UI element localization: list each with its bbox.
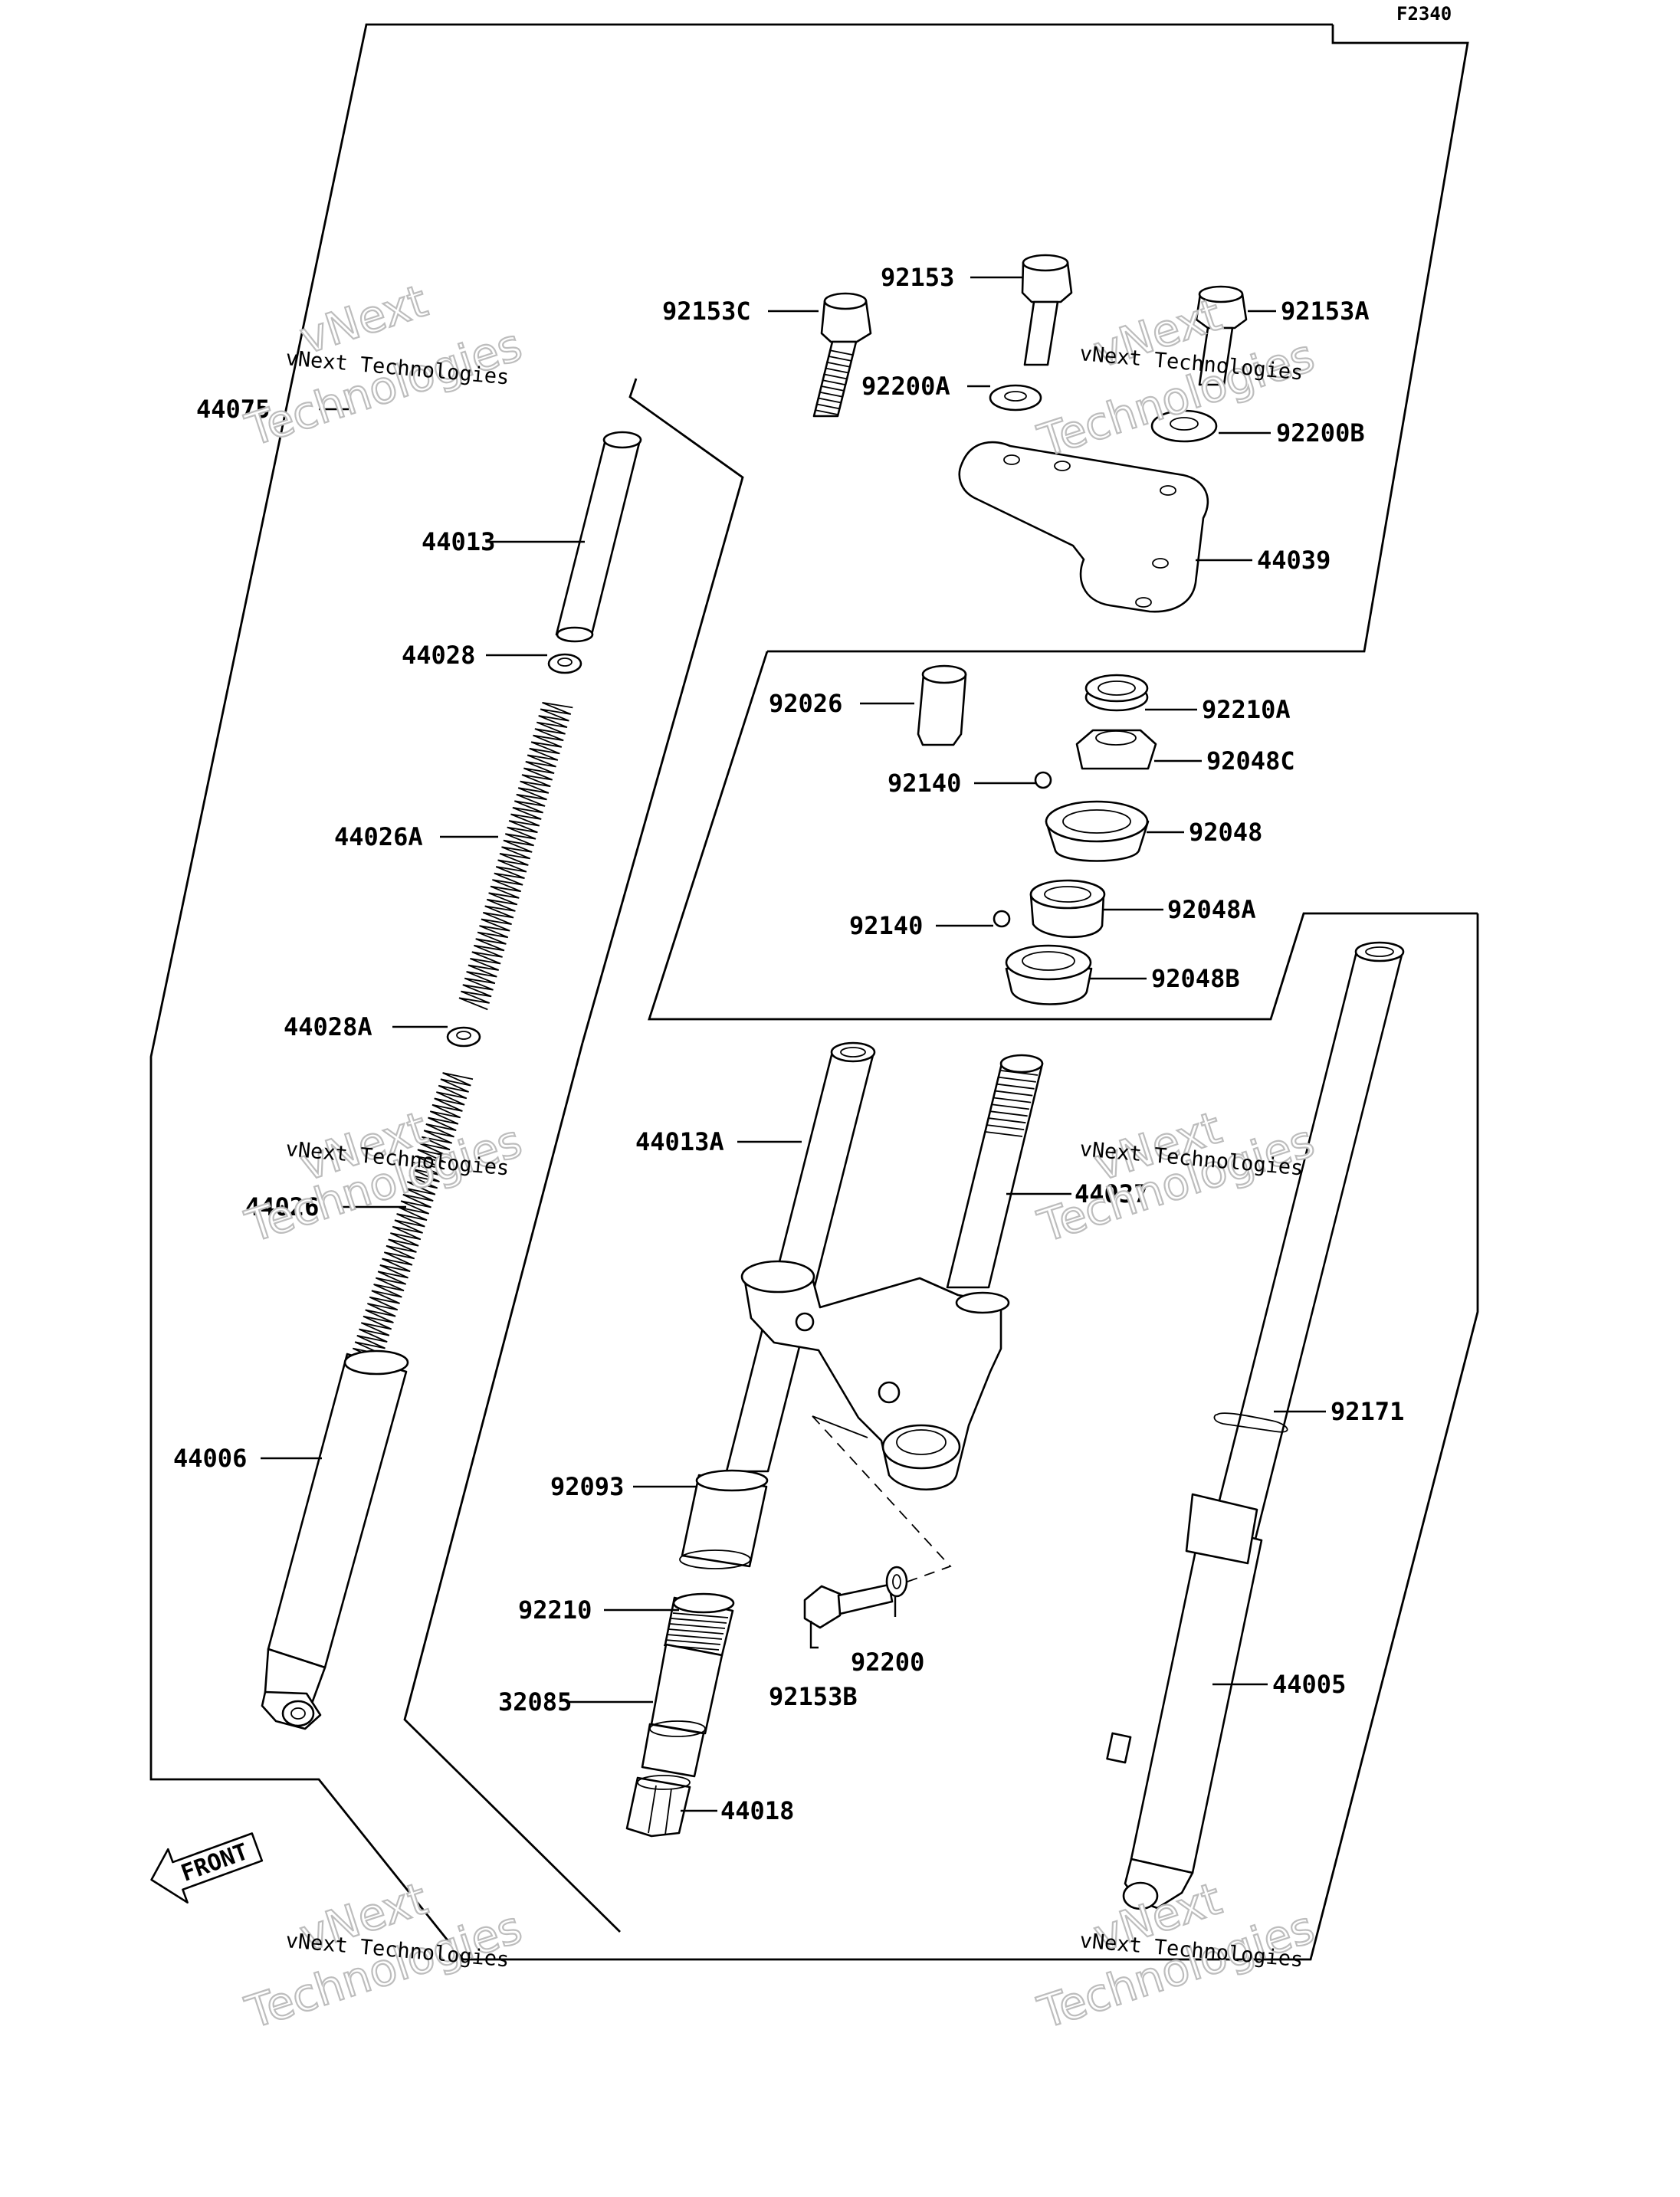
bolt-92153-drawing: [1021, 254, 1073, 366]
bolt-92153B-drawing: [803, 1583, 894, 1629]
mount-line-b: [812, 1415, 952, 1582]
fork-tube-44013A-drawing: [725, 1041, 876, 1473]
label-92140-lower[interactable]: 92140: [849, 911, 923, 940]
washer-44028-drawing: [547, 653, 582, 674]
label-92048[interactable]: 92048: [1189, 818, 1262, 847]
collar-92026-drawing: [917, 664, 967, 746]
label-44013A[interactable]: 44013A: [635, 1127, 724, 1156]
leader-lines: [261, 276, 1326, 1812]
label-92153[interactable]: 92153: [881, 263, 954, 292]
watermark-mid-left: vNext Technologies vNext Technologies: [238, 1100, 529, 1254]
label-44006[interactable]: 44006: [173, 1444, 247, 1473]
washer-92200A-drawing: [989, 384, 1042, 412]
ball-92140-upper-drawing: [1034, 771, 1052, 789]
fork-tube-44013-drawing: [555, 431, 642, 643]
ball-92140-lower-drawing: [993, 910, 1011, 928]
ring-92210-drawing: [663, 1592, 735, 1657]
label-92048B[interactable]: 92048B: [1151, 964, 1240, 993]
label-92048C[interactable]: 92048C: [1206, 746, 1295, 776]
label-92210A[interactable]: 92210A: [1202, 695, 1291, 724]
outer-tube-92093-drawing: [679, 1469, 769, 1569]
watermark-top-left: vNext Technologies vNext Technologies: [238, 274, 529, 457]
label-44028A[interactable]: 44028A: [284, 1012, 372, 1041]
figure-code: F2340: [1396, 3, 1452, 25]
race-92048-drawing: [1045, 800, 1150, 862]
label-44028[interactable]: 44028: [402, 641, 475, 670]
washer-92200-drawing: [885, 1566, 908, 1598]
inner-frame-fork: [581, 378, 744, 1044]
label-92210[interactable]: 92210: [518, 1595, 592, 1625]
label-32085[interactable]: 32085: [498, 1687, 572, 1717]
outer-frame-top-right: [767, 25, 1469, 653]
spring-44026-drawing: [352, 1072, 474, 1362]
washer-44028A-drawing: [446, 1026, 481, 1048]
label-92171[interactable]: 92171: [1331, 1397, 1404, 1426]
lower-bracket-drawing: [740, 1260, 1010, 1490]
watermark-mid-right: vNext Technologies vNext Technologies: [1031, 1100, 1321, 1254]
part-drawings: FRONT: [150, 254, 1405, 1910]
label-44037[interactable]: 44037: [1075, 1179, 1148, 1208]
body-32085-drawing: [641, 1643, 724, 1778]
assembly-frames: [149, 23, 1479, 1961]
label-92153C[interactable]: 92153C: [662, 297, 751, 326]
part-labels: F2340 44075 44013 44028 44026A 44028A 44…: [173, 3, 1452, 1825]
washer-92200B-drawing: [1150, 409, 1218, 443]
watermark-bottom-right: vNext Technologies vNext Technologies: [1031, 1871, 1321, 2040]
label-92200A[interactable]: 92200A: [861, 372, 950, 401]
clip-92171-drawing: [1213, 1412, 1288, 1433]
front-arrow: FRONT: [150, 1832, 264, 1904]
stem-44037-drawing: [946, 1054, 1044, 1289]
label-44026[interactable]: 44026: [245, 1192, 319, 1221]
label-44075[interactable]: 44075: [196, 395, 270, 424]
front-arrow-label: FRONT: [178, 1838, 252, 1887]
bracket-44039-drawing: [958, 441, 1209, 613]
race-92048B-drawing: [1005, 944, 1093, 1005]
label-92200[interactable]: 92200: [851, 1648, 924, 1677]
damper-44006-drawing: [261, 1349, 409, 1730]
label-92093[interactable]: 92093: [550, 1472, 624, 1501]
nut-92210A-drawing: [1084, 674, 1149, 712]
bolt-92153A-drawing: [1195, 285, 1248, 386]
label-44026A[interactable]: 44026A: [334, 822, 423, 851]
race-92048A-drawing: [1029, 879, 1106, 939]
nut-92048C-drawing: [1075, 729, 1157, 770]
outer-frame-left: [149, 23, 1479, 1961]
label-44018[interactable]: 44018: [720, 1796, 794, 1825]
fork-44005-drawing: [1106, 941, 1405, 1910]
label-44005[interactable]: 44005: [1272, 1670, 1346, 1699]
inner-frame-bottom: [403, 1042, 621, 1933]
label-92200B[interactable]: 92200B: [1276, 418, 1365, 448]
label-92153A[interactable]: 92153A: [1281, 297, 1370, 326]
bolt-92153C-drawing: [812, 292, 872, 418]
label-92153B[interactable]: 92153B: [769, 1682, 858, 1711]
spring-44026A-drawing: [458, 702, 573, 1011]
mount-line-a: [812, 1415, 868, 1438]
label-92026[interactable]: 92026: [769, 689, 842, 718]
label-92140-upper[interactable]: 92140: [888, 769, 961, 798]
label-44039[interactable]: 44039: [1257, 546, 1331, 575]
label-92048A[interactable]: 92048A: [1167, 895, 1256, 924]
inner-frame-middle: [648, 651, 1478, 1021]
watermark-bottom-left: vNext Technologies vNext Technologies: [238, 1871, 529, 2040]
cap-44018-drawing: [625, 1775, 691, 1838]
label-44013[interactable]: 44013: [422, 527, 495, 556]
